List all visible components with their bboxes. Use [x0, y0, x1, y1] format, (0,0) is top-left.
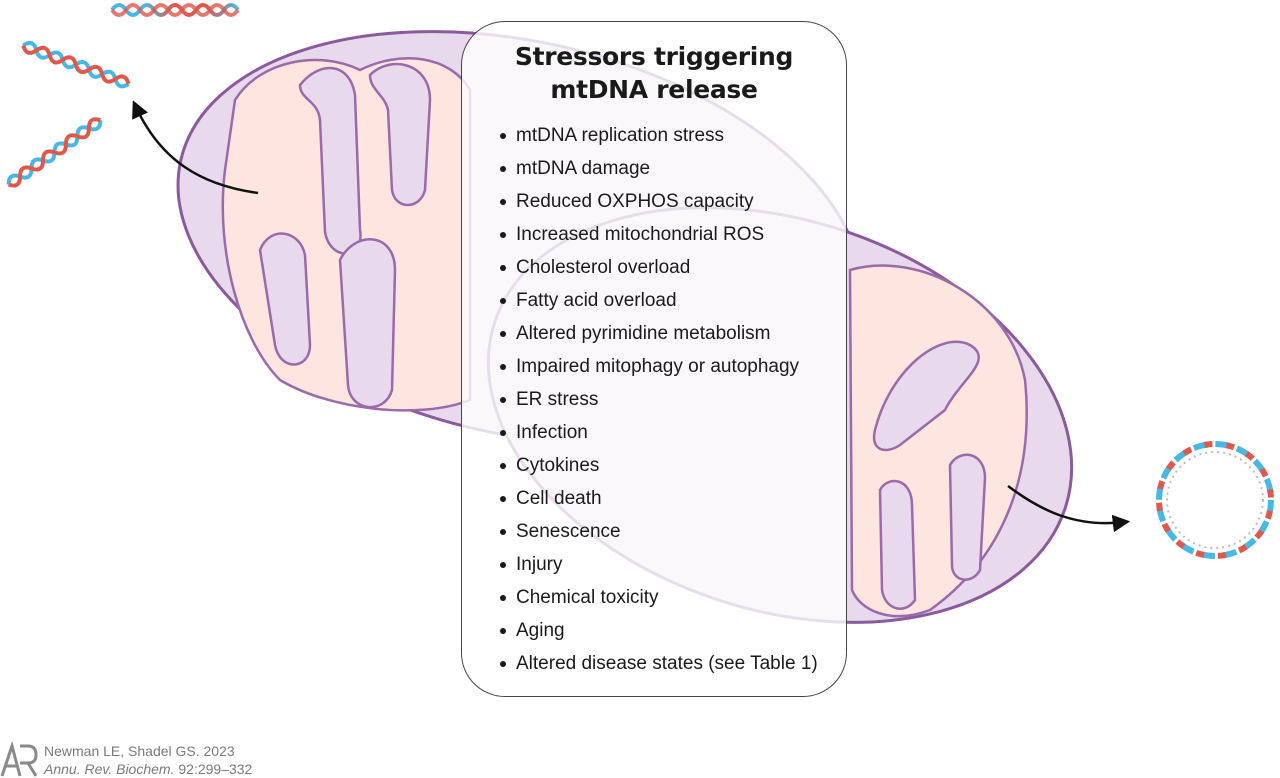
linear-mtdna-fragments	[6, 3, 240, 188]
list-item: Cytokines	[500, 454, 818, 487]
list-item: Infection	[500, 421, 818, 454]
list-item: Impaired mitophagy or autophagy	[500, 355, 818, 388]
annual-reviews-logo	[0, 740, 38, 778]
list-item: Senescence	[500, 520, 818, 553]
list-item: Injury	[500, 553, 818, 586]
list-item: Altered pyrimidine metabolism	[500, 322, 818, 355]
list-item: Altered disease states (see Table 1)	[500, 652, 818, 685]
stressor-list: mtDNA replication stress mtDNA damage Re…	[500, 124, 818, 685]
citation: Newman LE, Shadel GS. 2023 Annu. Rev. Bi…	[44, 742, 252, 778]
list-item: mtDNA replication stress	[500, 124, 818, 157]
citation-authors: Newman LE, Shadel GS. 2023	[44, 743, 235, 759]
list-item: mtDNA damage	[500, 157, 818, 190]
list-item: Fatty acid overload	[500, 289, 818, 322]
release-arrow-right	[1007, 484, 1131, 533]
release-arrow-left	[132, 100, 259, 195]
citation-journal: Annu. Rev. Biochem.	[44, 761, 175, 777]
citation-source: Annu. Rev. Biochem. 92:299–332	[44, 760, 252, 778]
list-item: Chemical toxicity	[500, 586, 818, 619]
panel-title-line-2: mtDNA release	[550, 75, 758, 104]
list-item: Aging	[500, 619, 818, 652]
list-item: Cholesterol overload	[500, 256, 818, 289]
circular-mtdna	[1156, 441, 1274, 559]
panel-title-line-1: Stressors triggering	[514, 42, 794, 71]
stressors-panel: Stressors triggering mtDNA release mtDNA…	[461, 21, 847, 697]
citation-pages: 92:299–332	[174, 761, 253, 777]
list-item: Reduced OXPHOS capacity	[500, 190, 818, 223]
panel-title: Stressors triggering mtDNA release	[462, 40, 846, 106]
list-item: Cell death	[500, 487, 818, 520]
list-item: Increased mitochondrial ROS	[500, 223, 818, 256]
list-item: ER stress	[500, 388, 818, 421]
